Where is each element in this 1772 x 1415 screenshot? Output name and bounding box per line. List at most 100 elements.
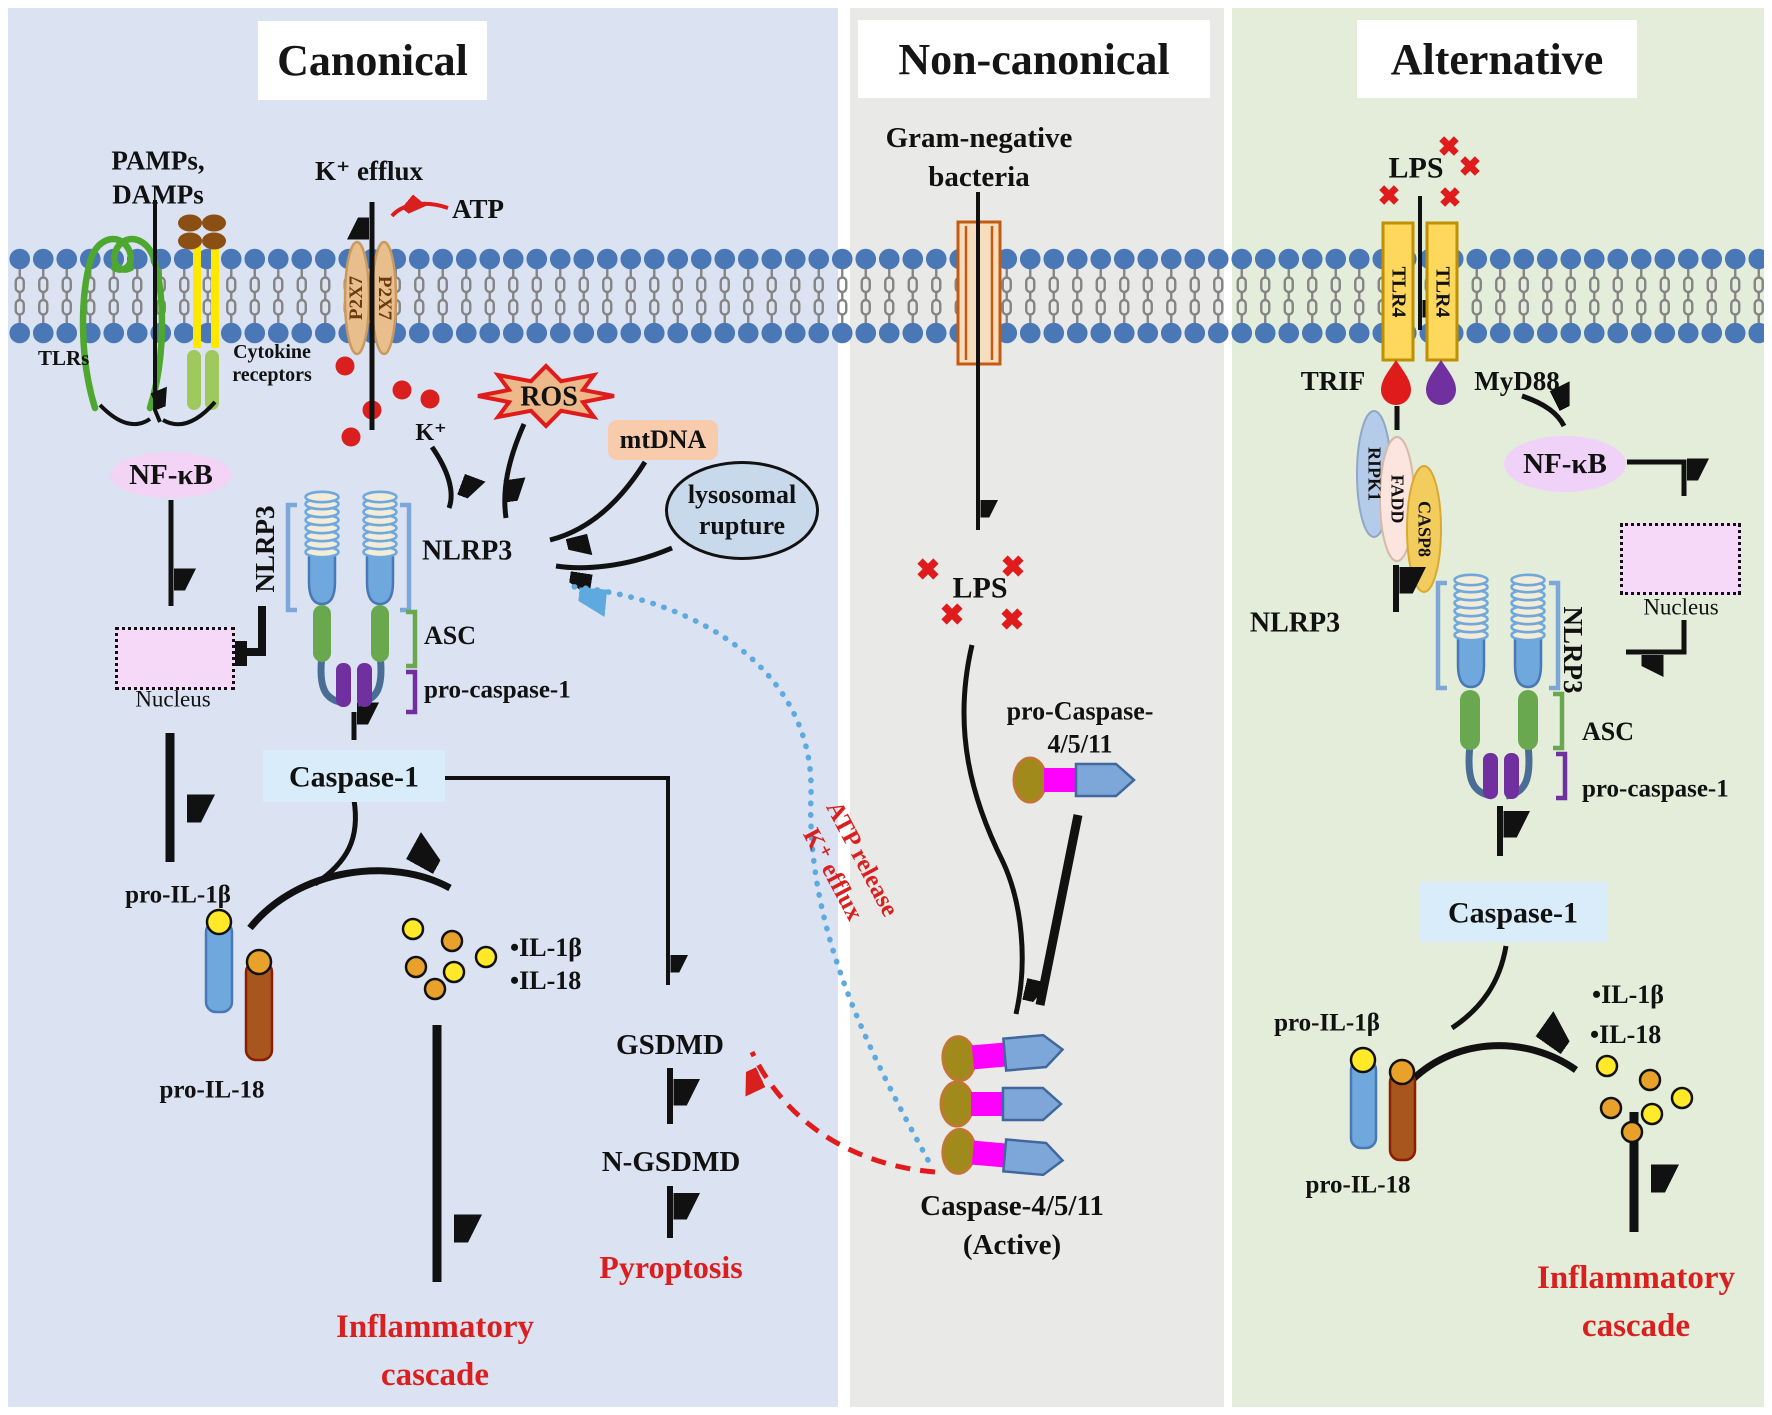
k-plus-label: K⁺ (415, 420, 447, 446)
arrow-ros-to-nlrp3 (502, 422, 527, 519)
mtdna-label: mtDNA (619, 424, 707, 454)
pro-caspase-4-5-11-icon (1012, 756, 1136, 804)
nfkb-label: NF-κB (129, 458, 213, 491)
arrow-kplus-to-nlrp3 (429, 445, 451, 509)
caspase1-box (263, 750, 445, 802)
nucleus-box (115, 627, 235, 690)
pro-il1b-label-alt: pro-IL-1β (1274, 1009, 1380, 1037)
k-efflux-label: K⁺ efflux (315, 156, 423, 187)
arrow-tlr-branch (98, 403, 152, 427)
arrow-cleave-proil (247, 871, 452, 931)
il1b-label-alt: •IL-1β (1592, 979, 1664, 1009)
ros-label: ROS (520, 381, 578, 413)
canonical-title: Canonical (277, 36, 468, 85)
pro-il18-label: pro-IL-18 (159, 1076, 265, 1104)
asc-label-alt: ASC (1582, 716, 1635, 746)
il18-label: •IL-18 (510, 965, 582, 995)
tlrs-label: TLRs (38, 345, 90, 370)
non-canonical-title: Non-canonical (898, 34, 1170, 84)
nfkb-ellipse-alt (1504, 436, 1626, 492)
trif-label: TRIF (1300, 366, 1366, 397)
arrow-dotted-active-to-nlrp3 (563, 583, 931, 1163)
tlr4-label-left: TLR4 (1387, 266, 1410, 318)
nlrp3-label-alt: NLRP3 (1249, 607, 1341, 639)
lps-label-alt: LPS (1388, 151, 1444, 185)
gsdmd-label: GSDMD (616, 1028, 724, 1061)
myd88-label: MyD88 (1474, 366, 1560, 397)
cytokine-receptor-icon (178, 214, 226, 410)
tlr4-label-right: TLR4 (1431, 266, 1454, 318)
fadd-label: FADD (1387, 474, 1408, 524)
lps-label: LPS (952, 571, 1008, 605)
pro-il18-cylinder-icon (244, 948, 274, 1062)
alternative-title-box: Alternative (1357, 20, 1637, 98)
il-cytokine-dots-alt-icon (1595, 1054, 1694, 1144)
arrow-myd88-to-nfkb (1521, 396, 1564, 428)
pamps-damps-label: PAMPs, DAMPs (111, 145, 205, 209)
pro-il1b-cylinder-alt-icon (1349, 1046, 1378, 1150)
ros-burst-icon (477, 363, 615, 429)
cell-membrane (8, 246, 1764, 346)
caspase-4-5-11-active-icon (939, 1026, 1066, 1184)
pro-il1b-label: pro-IL-1β (125, 881, 231, 909)
trif-adapter-icon (1381, 360, 1411, 405)
nucleus-box-alt (1620, 523, 1741, 595)
arrow-atp-to-p2x7 (390, 204, 449, 216)
caspase1-box-alt (1419, 882, 1607, 942)
ripk1-fadd-casp8-complex-icon (1356, 410, 1442, 593)
arrow-caspase1-to-gsdmd (445, 776, 668, 985)
n-gsdmd-label: N-GSDMD (601, 1145, 741, 1178)
caspase1-label-alt: Caspase-1 (1447, 896, 1579, 930)
arrow-lysosome-to-nlrp3 (555, 545, 673, 568)
inflammatory-cascade-label: Inflammatory cascade (336, 1309, 534, 1393)
il1b-label: •IL-1β (510, 932, 582, 962)
pyroptosis-label: Pyroptosis (599, 1249, 743, 1285)
il18-label-alt: •IL-18 (1590, 1019, 1662, 1049)
arrow-lps-to-active (961, 644, 1022, 1015)
pro-il18-label-alt: pro-IL-18 (1305, 1171, 1411, 1199)
arrow-dashed-active-to-gsdmd (752, 1050, 936, 1175)
p2x7-label-left: P2X7 (346, 275, 368, 321)
nucleus-label-alt: Nucleus (1643, 594, 1719, 620)
caspase-4-5-11-active-label: Caspase-4/5/11 (Active) (920, 1189, 1104, 1261)
arrow-nucleus-to-complex (237, 606, 266, 652)
nlrp3-inflammasome-canonical-icon (285, 490, 418, 715)
nlrp3-vertical-label: NLRP3 (250, 505, 281, 593)
canonical-title-box: Canonical (258, 21, 487, 100)
arrow-cytokine-branch (161, 400, 217, 427)
pro-caspase-4-5-11-label: pro-Caspase- 4/5/11 (1006, 696, 1154, 759)
pro-il1b-cylinder-icon (204, 908, 234, 1014)
casp8-label: CASP8 (1414, 500, 1435, 558)
asc-label: ASC (424, 620, 477, 650)
tlr-receptor-icon (79, 235, 166, 412)
tlr4-receptor-icon (1381, 221, 1459, 362)
caspase1-label: Caspase-1 (288, 760, 420, 794)
nfkb-label-alt: NF-κB (1523, 447, 1607, 480)
lysosomal-rupture-label: lysosomal rupture (687, 479, 797, 540)
curve-caspase1-split-alt (1450, 945, 1509, 1031)
arrow-pamps-to-nfkb (155, 200, 160, 423)
lysosomal-rupture-ellipse (665, 461, 819, 560)
ripk1-label: RIPK1 (1364, 447, 1385, 501)
inflammatory-cascade-label-alt: Inflammatory cascade (1537, 1260, 1735, 1344)
arrow-mtdna-to-nlrp3 (549, 460, 648, 540)
atp-label: ATP (452, 194, 504, 225)
gram-negative-label: Gram-negative bacteria (885, 121, 1073, 193)
arrow-cleave-proil-alt (1409, 1046, 1576, 1083)
arrow-nfkb-to-nucleus-alt (1627, 462, 1684, 496)
non-canonical-title-box: Non-canonical (858, 20, 1210, 98)
pro-il18-cylinder-alt-icon (1388, 1058, 1417, 1162)
mtdna-box (608, 420, 718, 460)
cytokine-receptors-label: Cytokine receptors (232, 341, 312, 386)
myd88-adapter-icon (1426, 360, 1456, 405)
arrow-nucleus-to-nlrp3-alt (1626, 620, 1687, 652)
arrow-procaspase-to-active (1035, 814, 1083, 1006)
nlrp3-label: NLRP3 (422, 535, 513, 567)
nlrp3-vertical-label-alt: NLRP3 (1557, 606, 1588, 694)
p2x7-label-right: P2X7 (373, 275, 395, 321)
pro-caspase1-label: pro-caspase-1 (424, 676, 571, 704)
nfkb-ellipse (110, 452, 232, 498)
nucleus-label: Nucleus (135, 686, 211, 712)
alternative-title: Alternative (1390, 34, 1604, 84)
